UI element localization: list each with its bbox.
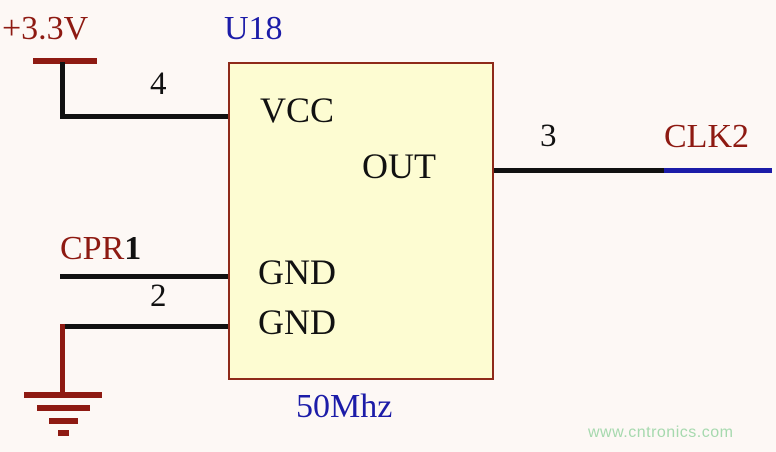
power-net-label: +3.3V <box>2 10 89 47</box>
pin-name-vcc: VCC <box>260 90 335 130</box>
component-body <box>228 62 494 380</box>
out-pin-wire <box>494 168 666 173</box>
power-bar-icon <box>33 58 97 64</box>
clk2-net-label: CLK2 <box>664 118 749 155</box>
watermark-text: www.cntronics.com <box>588 424 734 441</box>
gnd2-pin-wire <box>60 324 228 329</box>
vcc-pin-number: 4 <box>150 66 167 102</box>
gnd2-pin-number: 2 <box>150 278 167 314</box>
gnd1-pin-wire <box>60 274 228 279</box>
component-value: 50Mhz <box>296 388 393 425</box>
ground-bar3-icon <box>49 418 78 424</box>
component-designator: U18 <box>224 10 283 47</box>
out-pin-number: 3 <box>540 118 557 154</box>
clk2-net-wire <box>664 168 772 173</box>
ground-bar2-icon <box>37 405 90 411</box>
vcc-pin-wire <box>60 114 228 119</box>
gnd1-pin-number: 1 <box>124 230 142 267</box>
power-stem-wire <box>60 62 65 119</box>
ground-bar4-icon <box>58 430 69 436</box>
pin-name-out: OUT <box>362 146 436 186</box>
cpr-net-label-row: CPR 1 <box>60 232 141 266</box>
pin-name-gnd-b: GND <box>258 302 336 342</box>
pin-name-gnd-a: GND <box>258 252 336 292</box>
cpr-net-label: CPR <box>60 230 125 267</box>
ground-stem-wire <box>60 324 65 394</box>
ground-bar1-icon <box>24 392 102 398</box>
